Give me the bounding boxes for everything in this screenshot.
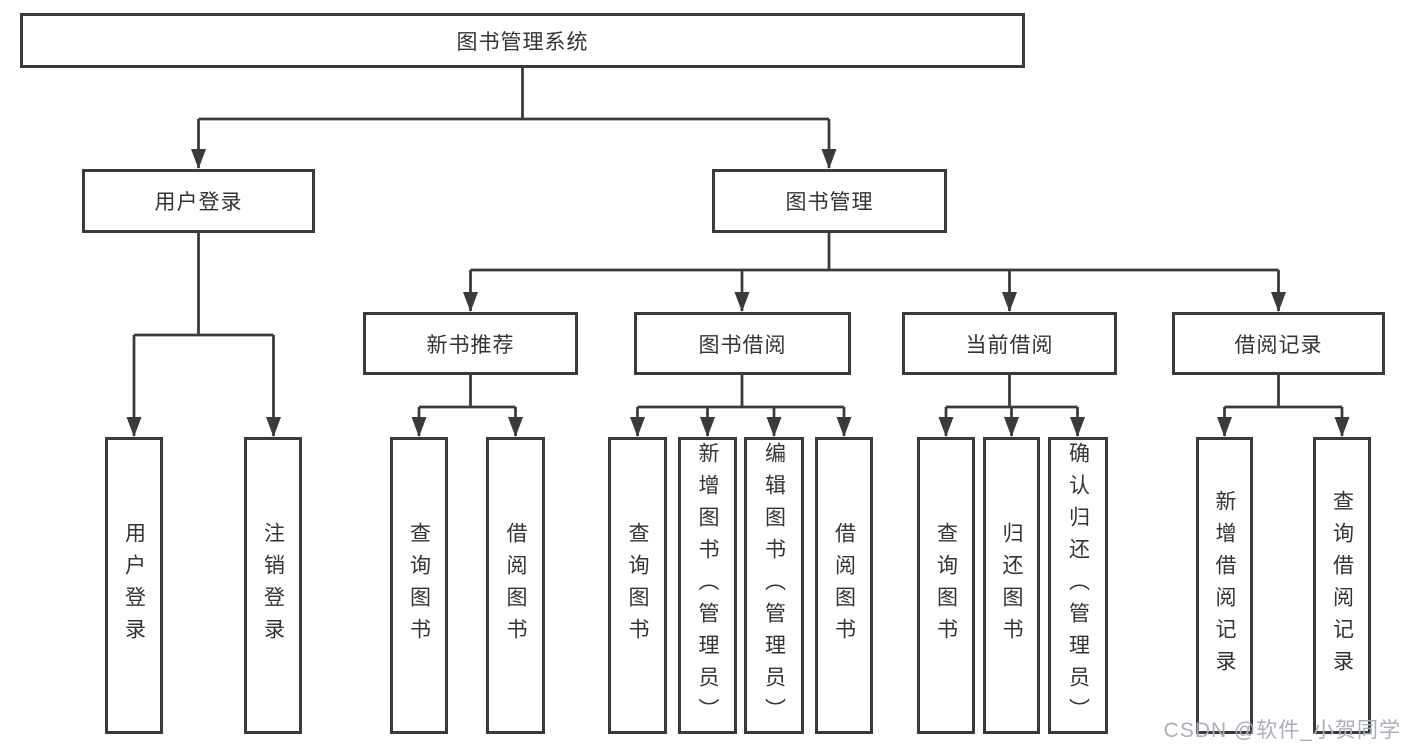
leaf-current-query-books: 查询图书	[917, 437, 975, 734]
node-user-login: 用户登录	[82, 169, 315, 233]
node-book-borrow: 图书借阅	[634, 312, 851, 375]
leaf-logout: 注销登录	[244, 437, 302, 734]
leaf-borrow-edit-books-admin: 编辑图书（管理员）	[744, 437, 804, 734]
leaf-current-return-books: 归还图书	[983, 437, 1040, 734]
node-current-borrow: 当前借阅	[902, 312, 1117, 375]
node-book-management: 图书管理	[712, 169, 947, 233]
leaf-borrow-query-books: 查询图书	[608, 437, 667, 734]
node-borrow-records: 借阅记录	[1172, 312, 1385, 375]
watermark: CSDN @软件_小贺同学	[1163, 719, 1401, 742]
connector-root-to-level2	[191, 68, 837, 169]
leaf-borrow-add-books-admin: 新增图书（管理员）	[678, 437, 737, 734]
node-new-book-recommend: 新书推荐	[363, 312, 578, 375]
leaf-borrow-borrow-books: 借阅图书	[815, 437, 873, 734]
node-root: 图书管理系统	[20, 13, 1025, 68]
connector-new-books-children	[411, 375, 523, 437]
connector-current-borrow-children	[938, 375, 1085, 437]
leaf-records-query-record: 查询借阅记录	[1313, 437, 1371, 734]
leaf-user-login: 用户登录	[105, 437, 163, 734]
leaf-current-confirm-return-admin: 确认归还（管理员）	[1048, 437, 1108, 734]
connector-book-borrow-children	[630, 375, 852, 437]
connector-borrow-records-children	[1217, 375, 1350, 437]
leaf-newbooks-borrow-books: 借阅图书	[486, 437, 545, 734]
leaf-records-add-record: 新增借阅记录	[1196, 437, 1253, 734]
connector-book-mgmt-to-level3	[463, 233, 1286, 312]
leaf-newbooks-query-books: 查询图书	[390, 437, 448, 734]
connector-user-login-children	[126, 233, 281, 437]
